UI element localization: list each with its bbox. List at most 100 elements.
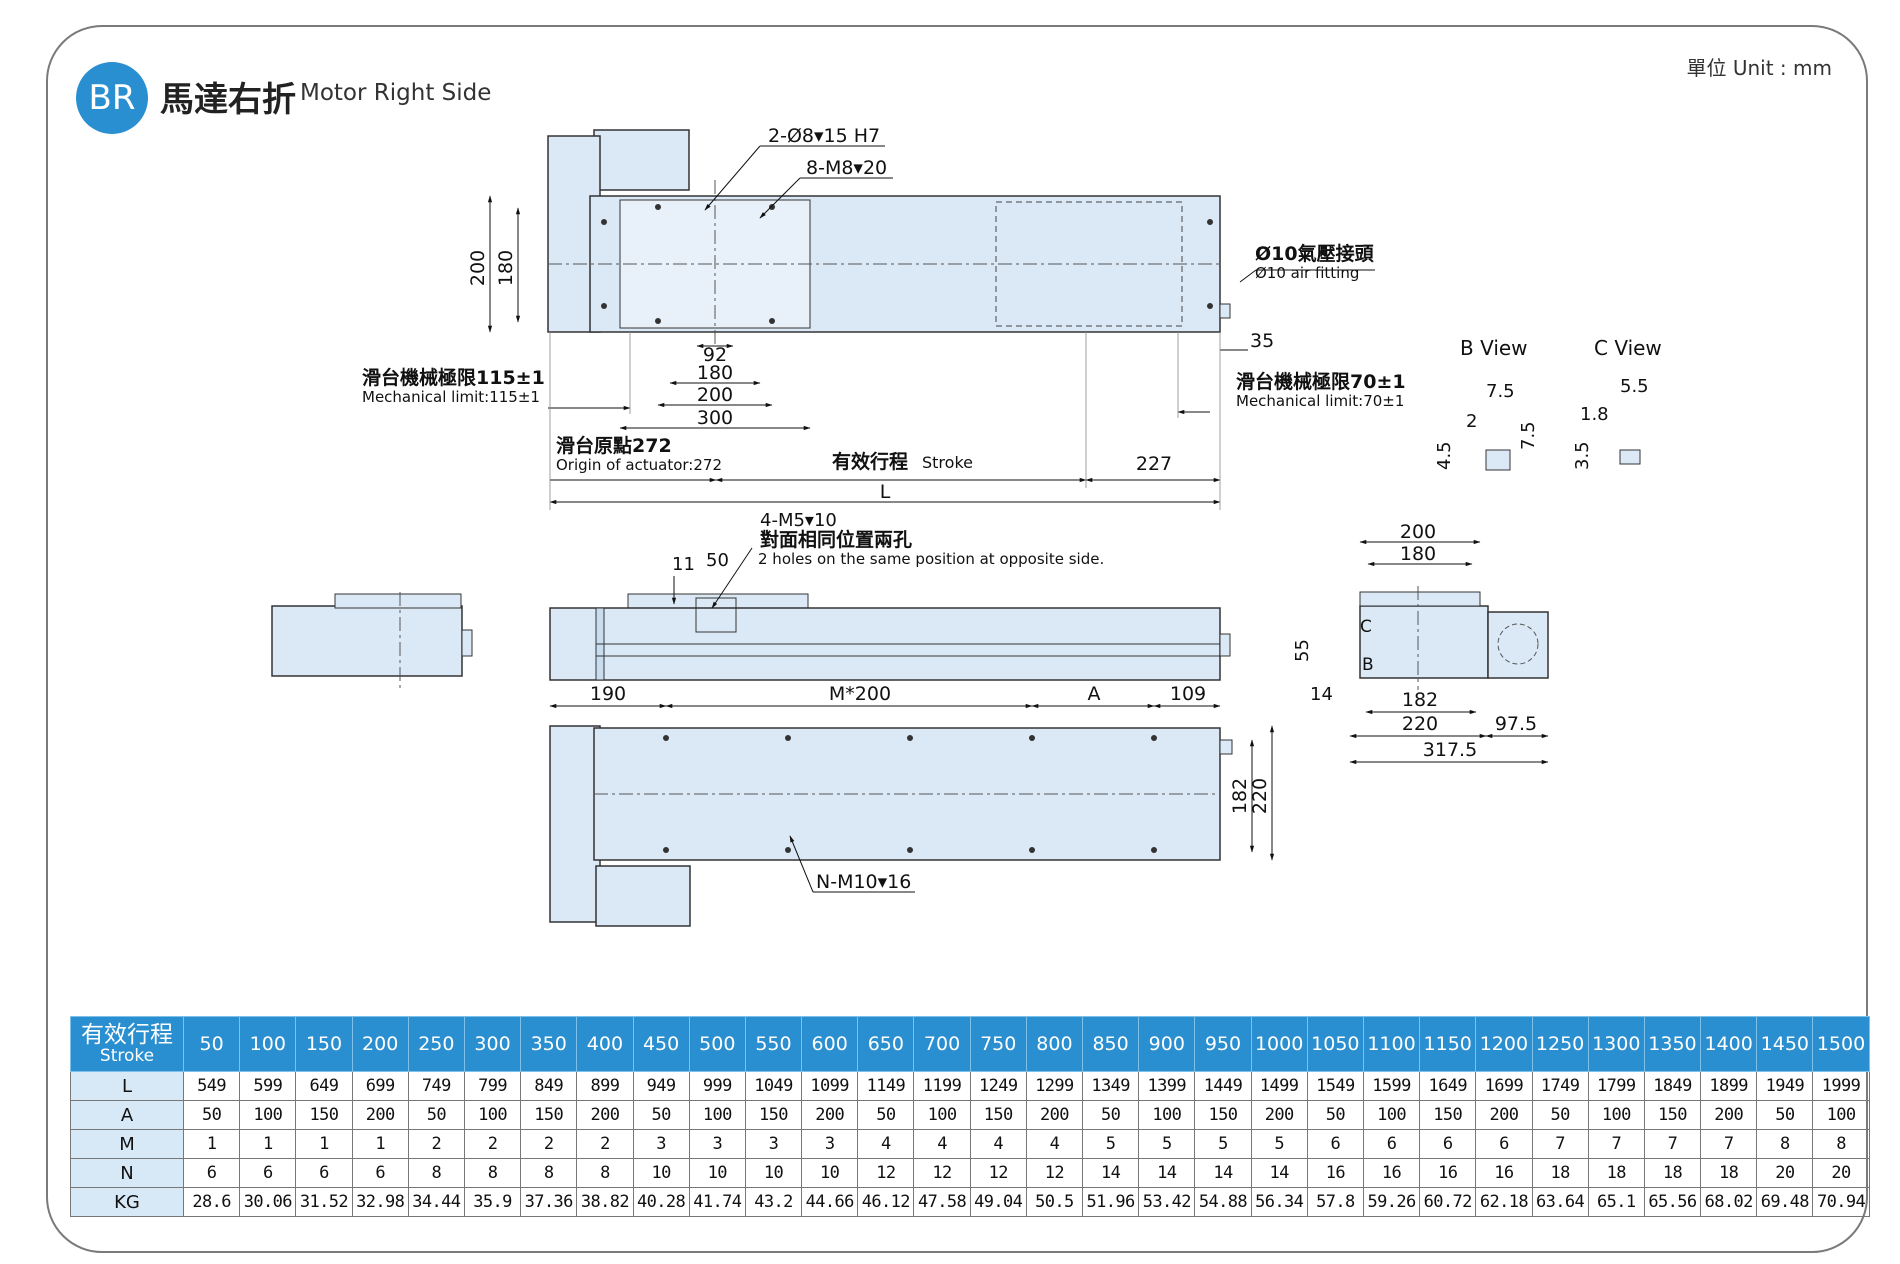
stroke-header-cell: 400	[576, 1016, 634, 1072]
origin-en: Origin of actuator:272	[556, 456, 722, 474]
table-cell: 7	[1531, 1129, 1589, 1159]
stroke-header-cell: 450	[632, 1016, 690, 1072]
table-cell: 16	[1362, 1158, 1421, 1188]
table-cell: 32.98	[351, 1187, 409, 1217]
svg-text:220: 220	[1402, 713, 1438, 735]
dim-200-holes: 200	[697, 384, 733, 406]
table-cell: 1949	[1756, 1071, 1814, 1101]
table-cell: 49.04	[969, 1187, 1027, 1217]
table-cell: 6	[351, 1158, 409, 1188]
air-fitting-en: Ø10 air fitting	[1255, 264, 1359, 282]
table-cell: 6	[1419, 1129, 1477, 1159]
stroke-header-cell: 600	[801, 1016, 859, 1072]
table-cell: 849	[520, 1071, 578, 1101]
svg-text:97.5: 97.5	[1495, 713, 1537, 735]
table-cell: 1249	[969, 1071, 1027, 1101]
row-label: L	[70, 1071, 184, 1101]
table-cell: 6	[182, 1158, 241, 1188]
svg-text:M*200: M*200	[829, 683, 891, 705]
table-cell: 56.34	[1250, 1187, 1308, 1217]
table-cell: 28.6	[182, 1187, 241, 1217]
table-cell: 1799	[1587, 1071, 1645, 1101]
stroke-header-cell: 350	[520, 1016, 578, 1072]
table-cell: 1299	[1025, 1071, 1084, 1101]
table-cell: 10	[744, 1158, 803, 1188]
table-cell: 8	[1756, 1129, 1814, 1159]
table-cell: 100	[913, 1100, 971, 1130]
table-cell: 44.66	[801, 1187, 859, 1217]
table-cell: 1	[239, 1129, 297, 1159]
b-view-marker: B	[1362, 655, 1374, 675]
table-cell: 5	[1194, 1129, 1252, 1159]
svg-text:2: 2	[1466, 411, 1477, 432]
limit-left-en: Mechanical limit:115±1	[362, 388, 540, 406]
stroke-zh: 有效行程	[832, 450, 908, 473]
stroke-header-cell: 150	[295, 1016, 353, 1072]
stroke-header-cell: 850	[1081, 1016, 1140, 1072]
table-cell: 1349	[1081, 1071, 1140, 1101]
table-cell: 5	[1250, 1129, 1308, 1159]
limit-right-en: Mechanical limit:70±1	[1236, 392, 1404, 410]
top-view: 2-Ø8▾15 H7 8-M8▾20 200 180 Ø10氣壓接頭 Ø10 a…	[362, 125, 1406, 510]
table-cell: 1849	[1643, 1071, 1702, 1101]
dim-227: 227	[1136, 453, 1172, 475]
table-cell: 16	[1306, 1158, 1364, 1188]
dim-height-200: 200	[467, 250, 489, 286]
table-cell: 8	[576, 1158, 634, 1188]
table-cell: 50	[182, 1100, 241, 1130]
origin-zh: 滑台原點272	[556, 434, 672, 457]
table-cell: 200	[801, 1100, 859, 1130]
row-label: KG	[70, 1187, 184, 1217]
table-cell: 1749	[1531, 1071, 1589, 1101]
table-cell: 7	[1643, 1129, 1702, 1159]
table-cell: 6	[1306, 1129, 1364, 1159]
air-fitting-zh: Ø10氣壓接頭	[1255, 242, 1375, 265]
table-cell: 50	[407, 1100, 465, 1130]
limit-left-zh: 滑台機械極限115±1	[362, 366, 545, 389]
table-cell: 12	[857, 1158, 915, 1188]
stroke-header-cell: 900	[1138, 1016, 1196, 1072]
stroke-header-cell: 1100	[1362, 1016, 1421, 1072]
table-cell: 47.58	[913, 1187, 971, 1217]
c-view: C View 5.5 1.8 3.5	[1572, 336, 1662, 470]
table-cell: 1	[295, 1129, 353, 1159]
table-cell: 12	[1025, 1158, 1084, 1188]
stroke-header-cell: 1300	[1587, 1016, 1645, 1072]
table-cell: 3	[688, 1129, 746, 1159]
svg-text:180: 180	[1400, 543, 1436, 565]
table-cell: 150	[295, 1100, 353, 1130]
table-cell: 150	[969, 1100, 1027, 1130]
table-cell: 100	[1138, 1100, 1196, 1130]
table-cell: 18	[1643, 1158, 1702, 1188]
stroke-header-cell: 750	[969, 1016, 1027, 1072]
table-cell: 6	[239, 1158, 297, 1188]
table-cell: 150	[744, 1100, 803, 1130]
table-cell: 2	[576, 1129, 634, 1159]
svg-text:182: 182	[1229, 778, 1251, 814]
stroke-header-cell: 1200	[1475, 1016, 1533, 1072]
limit-right-zh: 滑台機械極限70±1	[1236, 370, 1406, 393]
table-cell: 2	[407, 1129, 465, 1159]
stroke-end-dash	[995, 201, 1183, 327]
table-cell: 1449	[1194, 1071, 1252, 1101]
table-cell: 10	[632, 1158, 690, 1188]
table-cell: 949	[632, 1071, 690, 1101]
table-cell: 41.74	[688, 1187, 746, 1217]
table-cell: 100	[239, 1100, 297, 1130]
table-cell: 3	[632, 1129, 690, 1159]
svg-text:50: 50	[706, 550, 729, 571]
table-cell: 549	[182, 1071, 241, 1101]
table-cell: 1549	[1306, 1071, 1364, 1101]
table-cell: 14	[1250, 1158, 1308, 1188]
table-cell: 51.96	[1081, 1187, 1140, 1217]
dim-height-180: 180	[495, 250, 517, 286]
table-cell: 749	[407, 1071, 465, 1101]
table-cell: 4	[857, 1129, 915, 1159]
table-cell: 1999	[1812, 1071, 1870, 1101]
table-cell: 34.44	[407, 1187, 465, 1217]
table-cell: 50	[1531, 1100, 1589, 1130]
